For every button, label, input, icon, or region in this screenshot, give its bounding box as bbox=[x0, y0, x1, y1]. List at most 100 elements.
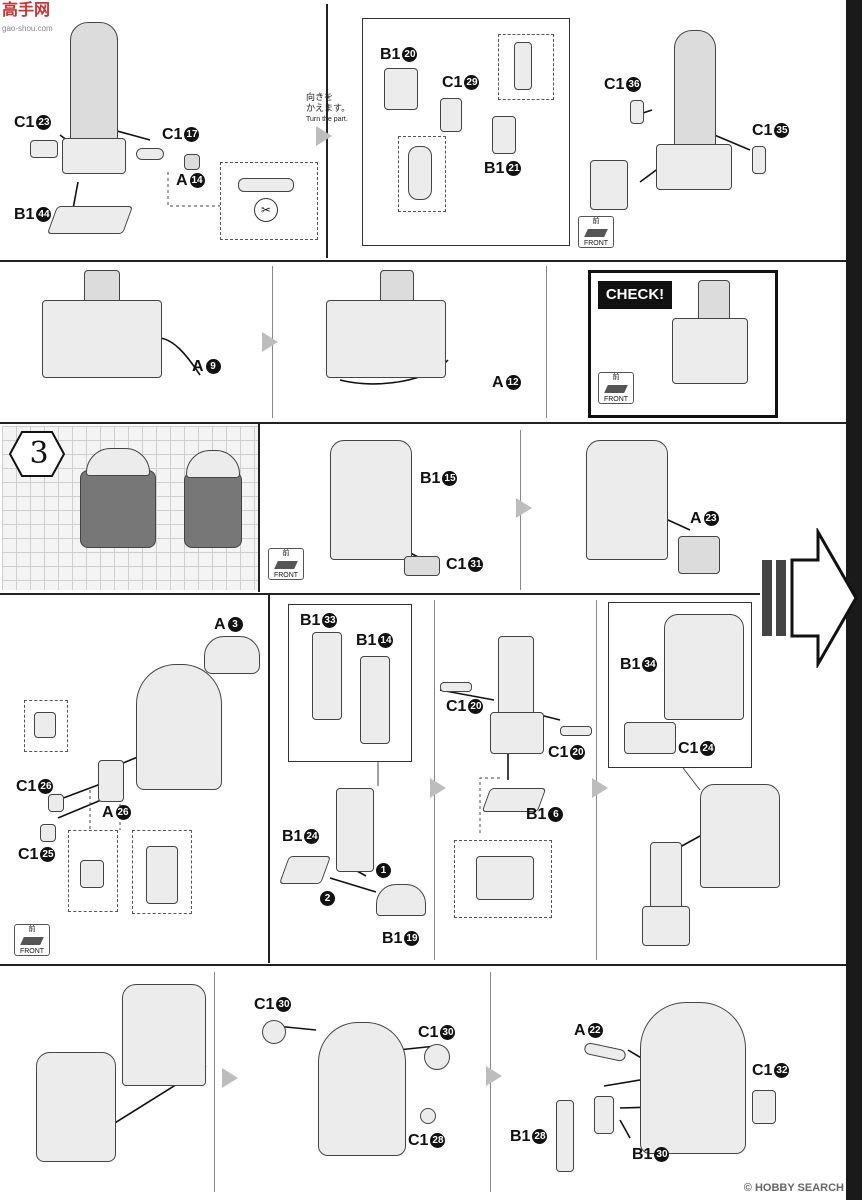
part-b1-44-shape bbox=[46, 206, 134, 234]
r2-body-front-preview bbox=[80, 470, 156, 548]
part-c1-25-shape bbox=[40, 824, 56, 842]
part-a-23-shape bbox=[678, 536, 720, 574]
part-b1-28-shape bbox=[556, 1100, 574, 1172]
part-b1-20-shape bbox=[384, 68, 418, 110]
col-divider-r5 bbox=[214, 972, 215, 1192]
gate-cut-part bbox=[238, 178, 294, 192]
row-divider-3 bbox=[0, 593, 760, 595]
leg-strut bbox=[70, 22, 118, 142]
detail-vent-c1-26 bbox=[24, 700, 68, 752]
detail-vent-c1-26-part bbox=[34, 712, 56, 738]
part-b1-24-shape bbox=[278, 856, 332, 884]
part-b1-19-shape bbox=[376, 884, 426, 916]
col-divider-r2b bbox=[546, 266, 547, 418]
r2-dome-side-preview bbox=[186, 450, 240, 478]
leg-foot bbox=[62, 138, 126, 174]
step-arrow-r1 bbox=[316, 126, 332, 146]
body-cylinder-final bbox=[640, 1002, 746, 1154]
check-label: CHECK! bbox=[598, 281, 672, 309]
body-cylinder-r5 bbox=[318, 1022, 406, 1156]
order-mark-2: 2 bbox=[318, 890, 335, 908]
row-divider-2 bbox=[0, 422, 846, 424]
part-a-22-shape bbox=[583, 1041, 627, 1063]
part-c1-26-shape bbox=[48, 794, 64, 812]
body-frame-b1-34 bbox=[664, 614, 744, 720]
part-c1-32-shape bbox=[752, 1090, 776, 1124]
step-number-hexagon bbox=[8, 431, 66, 477]
leg-foot-r4 bbox=[490, 712, 544, 754]
part-c1-20b-shape bbox=[560, 726, 592, 736]
detail-vent-c1-25-part bbox=[80, 860, 104, 888]
row-divider-1 bbox=[0, 260, 846, 262]
part-c1-28-shape bbox=[420, 1108, 436, 1124]
site-logo: 高手网 gao-shou.com bbox=[2, 2, 53, 33]
part-b1-14-shape bbox=[360, 656, 390, 744]
leg-r4-final bbox=[650, 842, 682, 914]
part-c1-29-shape bbox=[440, 98, 462, 132]
body-frame-b1-15 bbox=[330, 440, 412, 560]
r2-dome-front-preview bbox=[86, 448, 150, 476]
nipper-icon: ✂ bbox=[254, 198, 278, 222]
part-c1-20a-shape bbox=[440, 682, 472, 692]
step-arrow-r5a bbox=[222, 1068, 238, 1088]
part-c1-24-shape bbox=[624, 722, 676, 754]
leg-foot-2 bbox=[656, 144, 732, 190]
vent-plate bbox=[590, 160, 628, 210]
step-number: 3 bbox=[29, 436, 49, 471]
part-c1-17-shape bbox=[136, 148, 164, 160]
part-a-26-shape bbox=[98, 760, 124, 802]
step-arrow-r4a bbox=[430, 778, 446, 798]
part-b1-21-shape bbox=[492, 116, 516, 154]
detail-part-bottom bbox=[408, 146, 432, 200]
next-page-arrow bbox=[762, 528, 858, 668]
check-leg-base bbox=[672, 318, 748, 384]
body-frame-assembled bbox=[586, 440, 668, 560]
leg-strut-2 bbox=[674, 30, 716, 152]
detail-plate-a-26-part bbox=[146, 846, 178, 904]
col-divider-r3 bbox=[258, 424, 260, 592]
order-mark-1: 1 bbox=[374, 862, 391, 880]
step-arrow-r2a bbox=[262, 332, 278, 352]
body-frame-r4-final bbox=[700, 784, 780, 888]
body-frame-r5 bbox=[122, 984, 206, 1086]
turn-part-note: 向きを かえます。 Turn the part. bbox=[306, 92, 351, 123]
col-divider-r4 bbox=[268, 595, 270, 963]
leg-assembled-b1-6 bbox=[498, 636, 534, 720]
part-c1-30a-shape bbox=[262, 1020, 286, 1044]
body-shell-r5 bbox=[36, 1052, 116, 1162]
body-cylinder-r4 bbox=[136, 664, 222, 790]
leg-base-b bbox=[326, 300, 446, 378]
part-c1-23-shape bbox=[30, 140, 58, 158]
leg-base-a bbox=[42, 300, 162, 378]
watermark: © HOBBY SEARCH bbox=[743, 1182, 844, 1194]
step-arrow-r3 bbox=[516, 498, 532, 518]
